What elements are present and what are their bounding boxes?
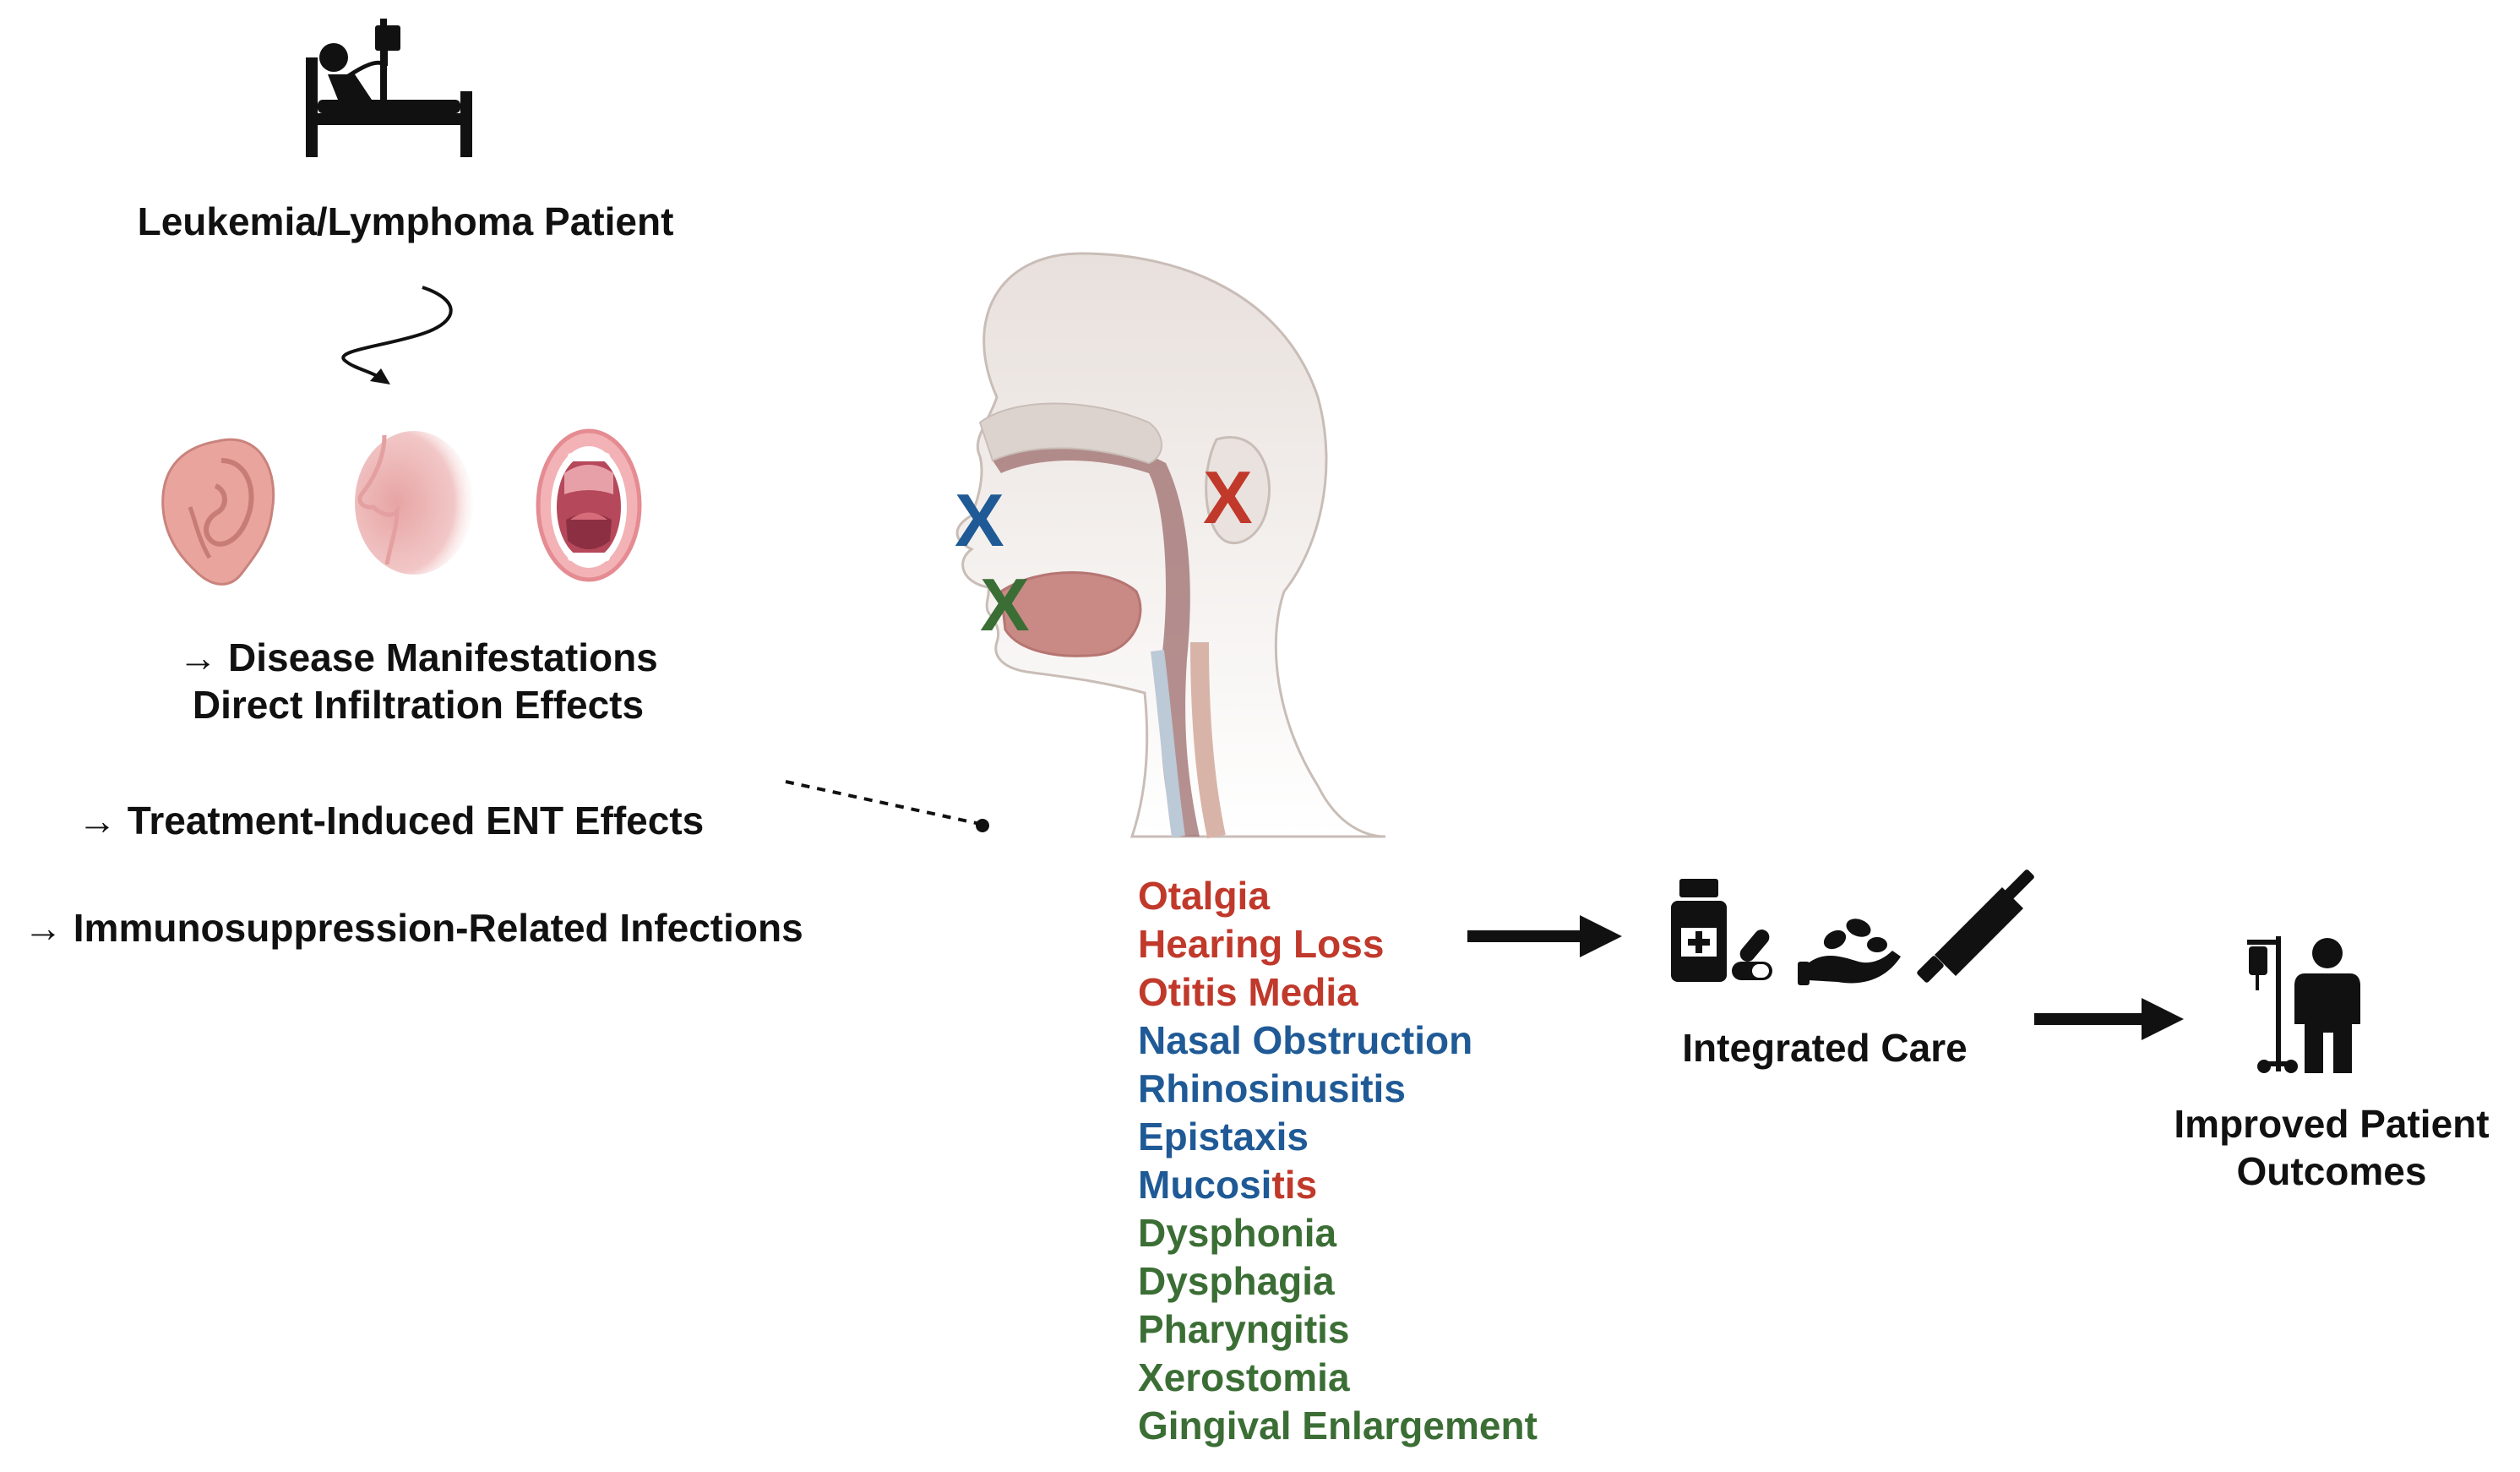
symptom-mucositis: Mucositis xyxy=(1138,1161,1317,1209)
symptom-rhinosinusitis: Rhinosinusitis xyxy=(1138,1066,1406,1110)
direct-infiltration-label: Direct Infiltration Effects xyxy=(192,683,645,727)
arrow-to-care-head xyxy=(1580,915,1622,957)
throat-x-mark: X xyxy=(980,563,1030,646)
hand-with-pills-icon xyxy=(1798,919,1901,985)
arrow-to-outcome-head xyxy=(2142,998,2184,1040)
dashed-leader-line xyxy=(785,780,981,826)
mucositis-part-blue: Mucosi xyxy=(1138,1163,1272,1207)
symptom-dysphonia: Dysphonia xyxy=(1138,1211,1337,1255)
symptom-epistaxis: Epistaxis xyxy=(1138,1115,1309,1159)
open-mouth-icon xyxy=(536,428,642,582)
outcome-label-line1: Improved Patient xyxy=(2174,1102,2490,1146)
symptom-pharyngitis: Pharyngitis xyxy=(1138,1307,1350,1351)
symptom-xerostomia: Xerostomia xyxy=(1138,1355,1350,1399)
symptom-otitis-media: Otitis Media xyxy=(1138,970,1358,1014)
symptom-dysphagia: Dysphagia xyxy=(1138,1259,1335,1303)
curly-arrow-head xyxy=(370,368,390,384)
leader-dot xyxy=(976,819,989,832)
head-sagittal-illustration xyxy=(955,252,1386,839)
symptom-nasal-obstruction: Nasal Obstruction xyxy=(1138,1018,1473,1062)
nose-x-mark: X xyxy=(955,478,1004,562)
symptom-otalgia: Otalgia xyxy=(1138,874,1270,918)
nose-icon xyxy=(355,431,473,575)
ear-x-mark: X xyxy=(1203,455,1253,539)
treatment-effects-label: → Treatment-Induced ENT Effects xyxy=(78,799,705,842)
ear-icon xyxy=(161,438,275,586)
patient-label: Leukemia/Lymphoma Patient xyxy=(137,199,674,243)
ointment-tube-icon xyxy=(1917,870,2034,983)
patient-with-iv-icon xyxy=(2247,936,2360,1073)
hospital-bed-icon xyxy=(306,19,472,157)
medicine-bottle-icon xyxy=(1671,879,1727,982)
curly-arrow xyxy=(341,286,453,380)
pills-icon xyxy=(1732,930,1772,980)
mucositis-part-red: tis xyxy=(1271,1163,1318,1207)
immunosuppression-label: → Immunosuppression-Related Infections xyxy=(24,906,803,950)
disease-manifestations-label: → Disease Manifestations xyxy=(178,635,658,679)
symptom-hearing-loss: Hearing Loss xyxy=(1138,922,1385,966)
symptom-gingival-enlargement: Gingival Enlargement xyxy=(1138,1404,1538,1447)
integrated-care-label: Integrated Care xyxy=(1682,1026,1968,1070)
outcome-label-line2: Outcomes xyxy=(2236,1149,2427,1193)
